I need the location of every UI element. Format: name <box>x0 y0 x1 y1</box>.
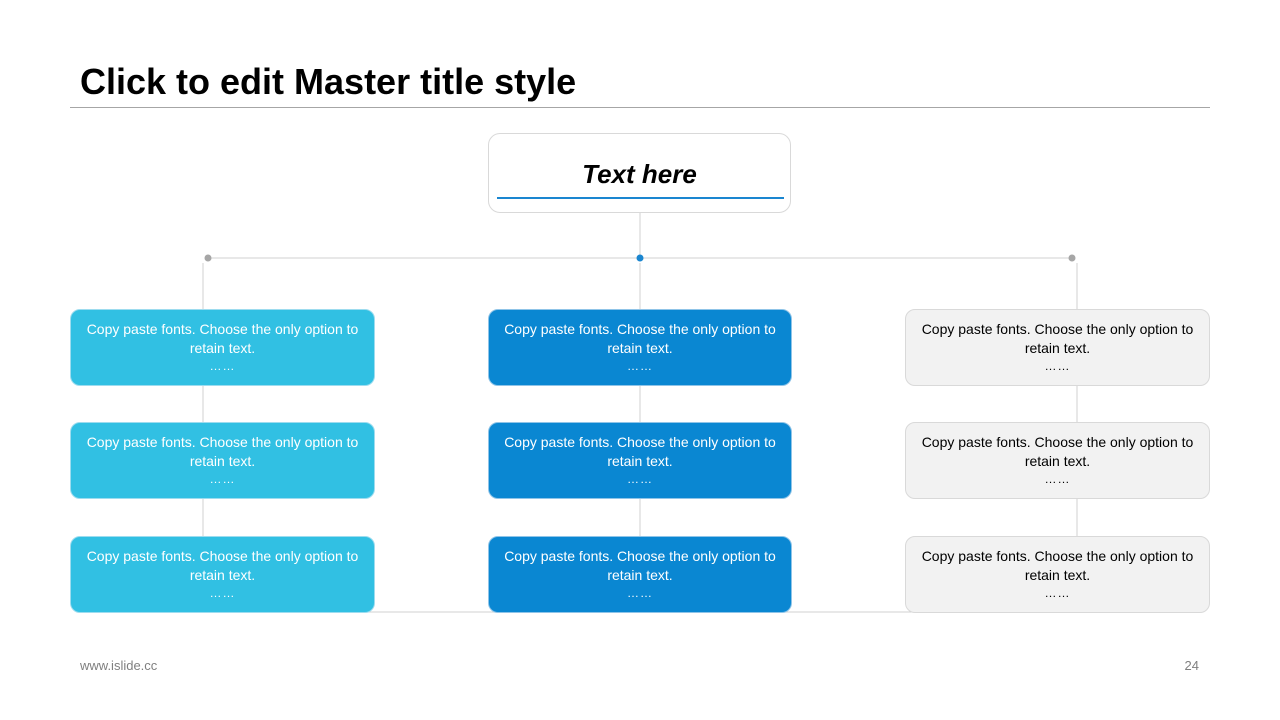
node-ellipsis: …… <box>1044 586 1071 600</box>
node-branch-1-item-2[interactable]: Copy paste fonts. Choose the only option… <box>70 422 375 499</box>
page-number: 24 <box>1184 658 1199 673</box>
node-ellipsis: …… <box>1044 472 1071 486</box>
node-text: Copy paste fonts. Choose the only option… <box>921 434 1194 469</box>
node-branch-2-item-1[interactable]: Copy paste fonts. Choose the only option… <box>488 309 792 386</box>
node-ellipsis: …… <box>627 359 653 373</box>
node-text: Copy paste fonts. Choose the only option… <box>921 548 1194 583</box>
root-node-label: Text here <box>582 159 697 189</box>
node-ellipsis: …… <box>209 472 236 486</box>
node-text: Copy paste fonts. Choose the only option… <box>504 434 776 469</box>
node-branch-3-item-3[interactable]: Copy paste fonts. Choose the only option… <box>905 536 1210 613</box>
node-text: Copy paste fonts. Choose the only option… <box>504 548 776 583</box>
node-text: Copy paste fonts. Choose the only option… <box>921 321 1194 356</box>
title-divider <box>70 107 1210 108</box>
connector-dot-right <box>1068 254 1076 262</box>
root-node-underline <box>497 197 784 199</box>
node-branch-1-item-1[interactable]: Copy paste fonts. Choose the only option… <box>70 309 375 386</box>
node-ellipsis: …… <box>1044 359 1071 373</box>
node-ellipsis: …… <box>209 359 236 373</box>
node-branch-3-item-2[interactable]: Copy paste fonts. Choose the only option… <box>905 422 1210 499</box>
node-branch-2-item-2[interactable]: Copy paste fonts. Choose the only option… <box>488 422 792 499</box>
node-ellipsis: …… <box>627 472 653 486</box>
node-text: Copy paste fonts. Choose the only option… <box>504 321 776 356</box>
node-text: Copy paste fonts. Choose the only option… <box>86 434 359 469</box>
connector-dot-left <box>204 254 212 262</box>
node-ellipsis: …… <box>627 586 653 600</box>
footer-url: www.islide.cc <box>80 658 158 673</box>
node-branch-3-item-1[interactable]: Copy paste fonts. Choose the only option… <box>905 309 1210 386</box>
connector-dot-center <box>636 254 644 262</box>
node-text: Copy paste fonts. Choose the only option… <box>86 321 359 356</box>
node-ellipsis: …… <box>209 586 236 600</box>
slide-title[interactable]: Click to edit Master title style <box>80 61 577 102</box>
node-branch-2-item-3[interactable]: Copy paste fonts. Choose the only option… <box>488 536 792 613</box>
node-text: Copy paste fonts. Choose the only option… <box>86 548 359 583</box>
node-branch-1-item-3[interactable]: Copy paste fonts. Choose the only option… <box>70 536 375 613</box>
root-node[interactable]: Text here <box>488 133 791 213</box>
